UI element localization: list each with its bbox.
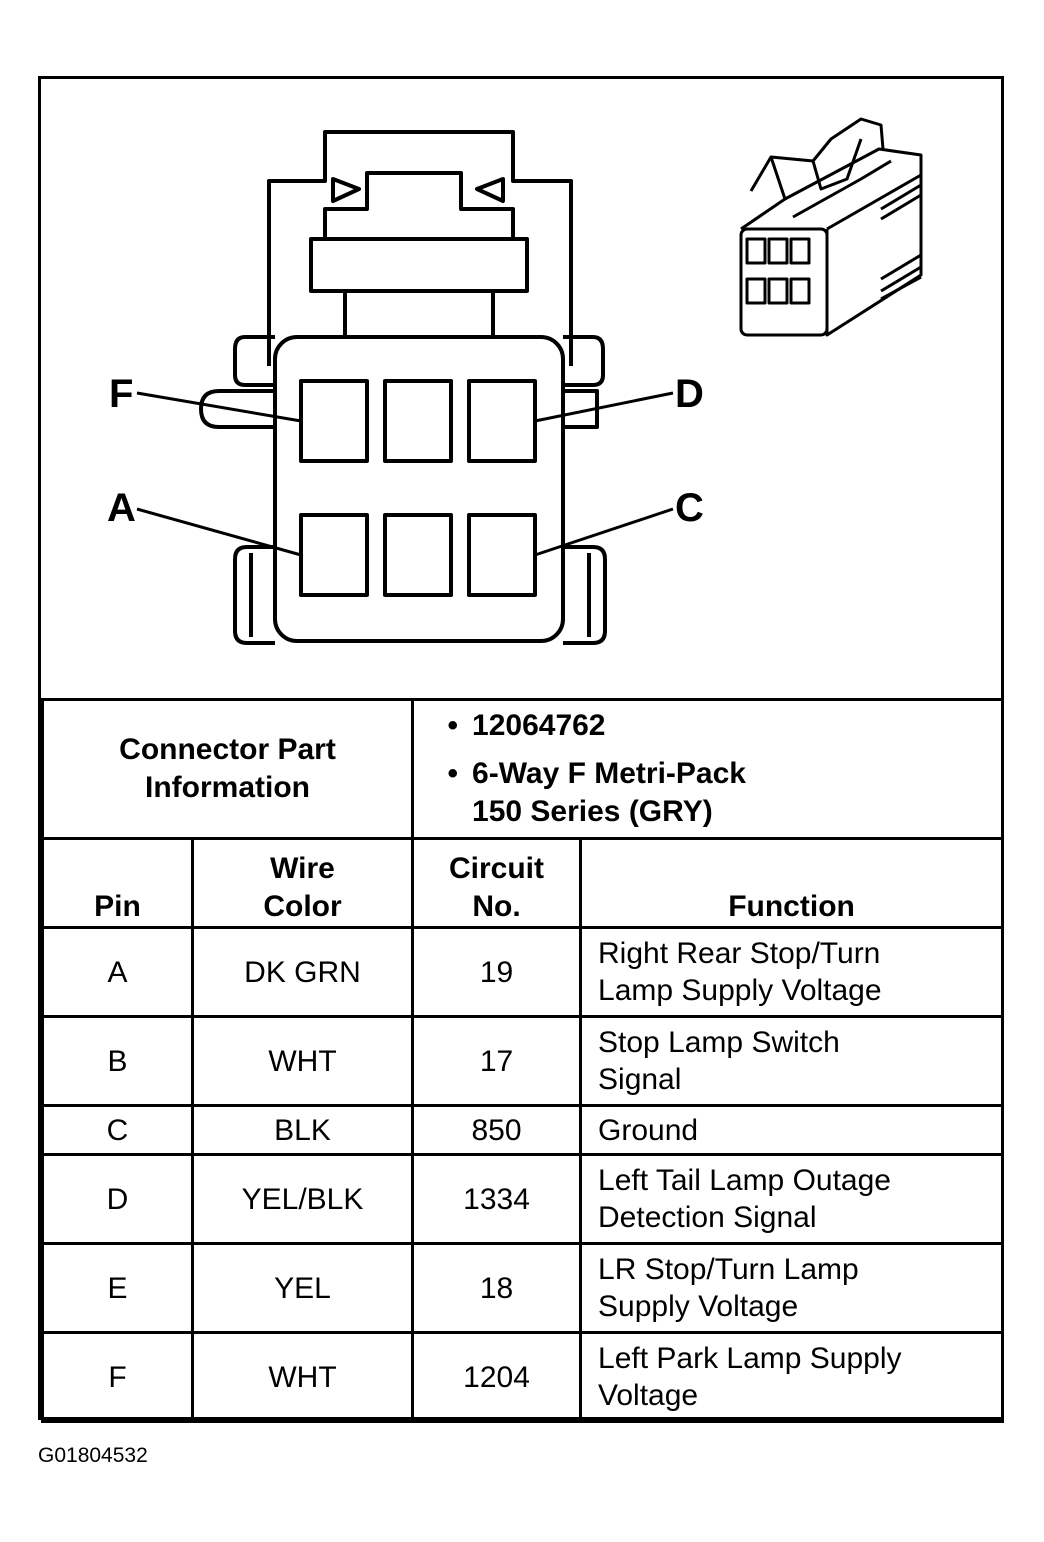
cell-wire-color: WHT	[190, 1331, 415, 1423]
label-pin-D: D	[675, 372, 704, 416]
leader-D	[534, 391, 674, 423]
cell-wire-color: WHT	[190, 1015, 415, 1107]
connector-isometric-view	[739, 117, 923, 337]
connector-info-table: Connector Part Information •12064762 •6-…	[40, 698, 1005, 1423]
connector-face-drawing: F A D C	[107, 117, 923, 645]
cell-pin: A	[41, 926, 194, 1018]
header-pin: Pin	[41, 837, 194, 929]
cell-circuit: 17	[411, 1015, 583, 1107]
ear-top-right	[563, 335, 605, 387]
cell-circuit: 1204	[411, 1331, 583, 1423]
cavity-D	[467, 379, 537, 463]
header-function: Function	[579, 837, 1005, 929]
cell-pin: B	[41, 1015, 194, 1107]
connector-figure-frame: F A D C	[38, 76, 1005, 1423]
cell-wire-color: DK GRN	[190, 926, 415, 1018]
cavity-C	[467, 513, 537, 597]
connector-type: •6-Way F Metri-Pack	[447, 757, 747, 790]
latch-tab-left	[331, 177, 361, 203]
latch-top	[323, 171, 515, 239]
ear-bottom-right	[563, 545, 607, 645]
cell-function: Ground	[579, 1104, 1005, 1156]
connector-part-heading-line1: Connector Part	[119, 733, 336, 766]
cell-wire-color: YEL	[190, 1242, 415, 1334]
cell-pin: D	[41, 1153, 194, 1245]
cell-pin: C	[41, 1104, 194, 1156]
table-row: C BLK 850 Ground	[41, 1104, 1005, 1156]
connector-diagram: F A D C	[41, 79, 1001, 699]
bump-left	[199, 389, 275, 429]
label-pin-A: A	[107, 486, 136, 530]
connector-part-heading: Connector Part Information	[40, 698, 415, 840]
leader-C	[534, 507, 674, 557]
connector-part-details: •12064762 •6-Way F Metri-Pack 150 Series…	[411, 698, 1005, 840]
connector-part-heading-line2: Information	[145, 771, 310, 804]
ear-bottom-left	[233, 545, 275, 645]
connector-part-number: •12064762	[447, 709, 606, 742]
connector-series: 150 Series (GRY)	[472, 795, 713, 828]
latch-tab-right	[475, 177, 505, 203]
cell-circuit: 850	[411, 1104, 583, 1156]
leader-A	[136, 507, 302, 557]
connector-part-row: Connector Part Information •12064762 •6-…	[40, 698, 1005, 840]
cavity-E	[383, 379, 453, 463]
leader-F	[136, 391, 302, 423]
figure-id: G01804532	[38, 1444, 148, 1467]
cavity-B	[383, 513, 453, 597]
label-pin-C: C	[675, 486, 704, 530]
cell-pin: E	[41, 1242, 194, 1334]
cell-wire-color: BLK	[190, 1104, 415, 1156]
cell-circuit: 1334	[411, 1153, 583, 1245]
latch-block	[309, 237, 529, 293]
connector-face	[273, 335, 565, 643]
label-pin-F: F	[109, 372, 133, 416]
ear-top-left	[233, 335, 275, 387]
cavity-A	[299, 513, 369, 597]
cell-circuit: 18	[411, 1242, 583, 1334]
cavity-F	[299, 379, 369, 463]
cell-pin: F	[41, 1331, 194, 1423]
cell-wire-color: YEL/BLK	[190, 1153, 415, 1245]
housing-back-outline	[267, 130, 573, 366]
cell-circuit: 19	[411, 926, 583, 1018]
